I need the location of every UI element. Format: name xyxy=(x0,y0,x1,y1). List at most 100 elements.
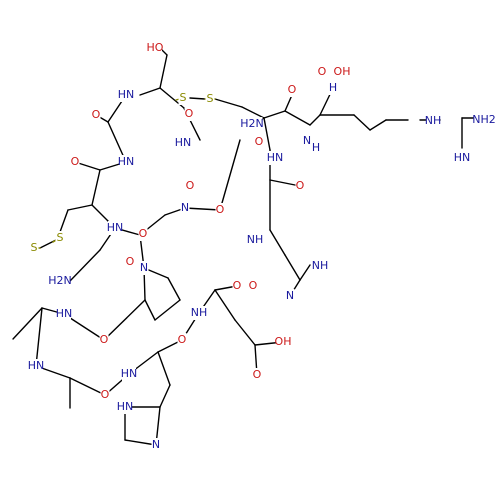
bond-line xyxy=(284,110,311,126)
atom-label-background xyxy=(180,201,190,215)
atom-label-n-arg: N xyxy=(303,134,311,147)
atom-label-background xyxy=(57,307,71,321)
bond-line xyxy=(269,229,286,256)
bond-line xyxy=(139,87,161,96)
bond-line xyxy=(159,54,168,89)
atom-label-background xyxy=(313,259,327,273)
atom-label-background xyxy=(311,141,321,155)
bond-line xyxy=(157,351,171,386)
atom-label-background xyxy=(185,179,195,193)
atom-label-background xyxy=(252,368,262,382)
bond-line xyxy=(284,254,301,281)
atom-label-hn-1: HN xyxy=(175,136,192,149)
bond-line xyxy=(263,110,286,119)
atom-label-o-pro2: O xyxy=(126,255,135,268)
atom-label-s4: S xyxy=(31,241,38,254)
atom-label-background xyxy=(119,88,133,102)
bond-line xyxy=(103,299,146,341)
atom-label-s3: S xyxy=(57,231,64,244)
atom-label-s2: S xyxy=(207,92,214,105)
atom-label-n-ring2: N xyxy=(152,438,160,451)
bond-line xyxy=(369,119,387,131)
atom-label-background xyxy=(122,367,136,381)
atom-label-n-pro1: N xyxy=(181,201,189,214)
atom-label-background xyxy=(328,81,338,95)
atom-label-hn-3: HN xyxy=(267,151,284,164)
atom-label-background xyxy=(91,108,101,122)
bond-line xyxy=(269,179,301,187)
atom-label-background xyxy=(100,388,110,402)
atom-label-o-his1: O xyxy=(296,179,305,192)
atom-label-h-ring1: H xyxy=(329,81,337,94)
atom-label-hn-2: HN xyxy=(118,155,135,168)
atom-label-background xyxy=(148,41,162,55)
atom-label-background xyxy=(125,255,135,269)
atom-label-o-link1: O xyxy=(255,135,264,148)
atom-label-background xyxy=(295,179,305,193)
atom-label-ho-ser: HO xyxy=(147,41,164,54)
bond-line xyxy=(214,289,236,321)
atom-label-background xyxy=(248,233,262,247)
atom-label-background xyxy=(176,136,190,150)
atom-label-background xyxy=(192,306,206,320)
bond-line xyxy=(35,307,43,367)
bond-line xyxy=(241,106,265,119)
atom-label-background xyxy=(241,117,263,131)
atom-label-background xyxy=(178,91,188,105)
atom-label-hn-9: HN xyxy=(121,367,138,380)
atom-label-o-glu2: O xyxy=(253,368,262,381)
atom-label-o-pro1: O xyxy=(139,227,148,240)
bond-line xyxy=(69,249,101,282)
atom-label-hn-guan: HN xyxy=(454,151,471,164)
bond-line xyxy=(184,207,221,211)
atom-label-background xyxy=(205,92,215,106)
bond-line xyxy=(234,319,256,346)
bond-line xyxy=(167,277,181,301)
bond-lines xyxy=(12,47,474,446)
atom-label-o-arg: O xyxy=(288,83,297,96)
atom-label-background xyxy=(254,135,264,149)
bond-line xyxy=(124,439,157,446)
atom-label-background xyxy=(177,333,187,347)
atom-label-o-his3: O xyxy=(178,333,187,346)
atom-label-background xyxy=(455,151,469,165)
atom-label-background xyxy=(118,400,132,414)
atom-label-hn-4: HN xyxy=(107,221,124,234)
atom-label-hn-ring2: HN xyxy=(117,400,134,413)
atom-label-background xyxy=(215,203,225,217)
atom-label-background xyxy=(317,65,327,79)
atom-label-background xyxy=(29,359,43,373)
atom-label-o-ala: O xyxy=(101,388,110,401)
atom-label-background xyxy=(99,333,109,347)
atom-label-background xyxy=(268,151,282,165)
atom-label-background xyxy=(285,289,295,303)
atom-label-background xyxy=(426,114,440,128)
bond-line xyxy=(263,117,271,151)
atom-label-o-asn: O xyxy=(216,203,225,216)
atom-label-o-his2: O xyxy=(233,279,242,292)
atom-label-background xyxy=(139,261,149,275)
bond-line xyxy=(214,98,243,108)
atom-label-background xyxy=(70,155,80,169)
atom-label-background xyxy=(49,274,71,288)
atom-label-o-c1: O xyxy=(185,107,194,120)
bond-line xyxy=(159,384,171,408)
atom-label-background xyxy=(55,231,65,245)
atom-label-background xyxy=(119,155,133,169)
atom-label-hn-8: HN xyxy=(28,359,45,372)
atom-label-background xyxy=(29,241,39,255)
atom-label-o-cys: O xyxy=(71,155,80,168)
bond-line xyxy=(12,307,43,340)
atom-label-background xyxy=(138,227,148,241)
atom-label-nh-his: NH xyxy=(312,259,329,272)
atom-label-h2n-asn: H2N xyxy=(240,117,264,130)
atom-label-nh-7: NH xyxy=(191,306,208,319)
atom-label-o-gly: O xyxy=(186,179,195,192)
atom-label-h-arg: H xyxy=(312,141,320,154)
atom-label-background xyxy=(184,107,194,121)
atom-label-h2n-gly: H2N xyxy=(48,274,72,287)
atom-label-background xyxy=(473,113,495,127)
bond-line xyxy=(309,114,321,126)
